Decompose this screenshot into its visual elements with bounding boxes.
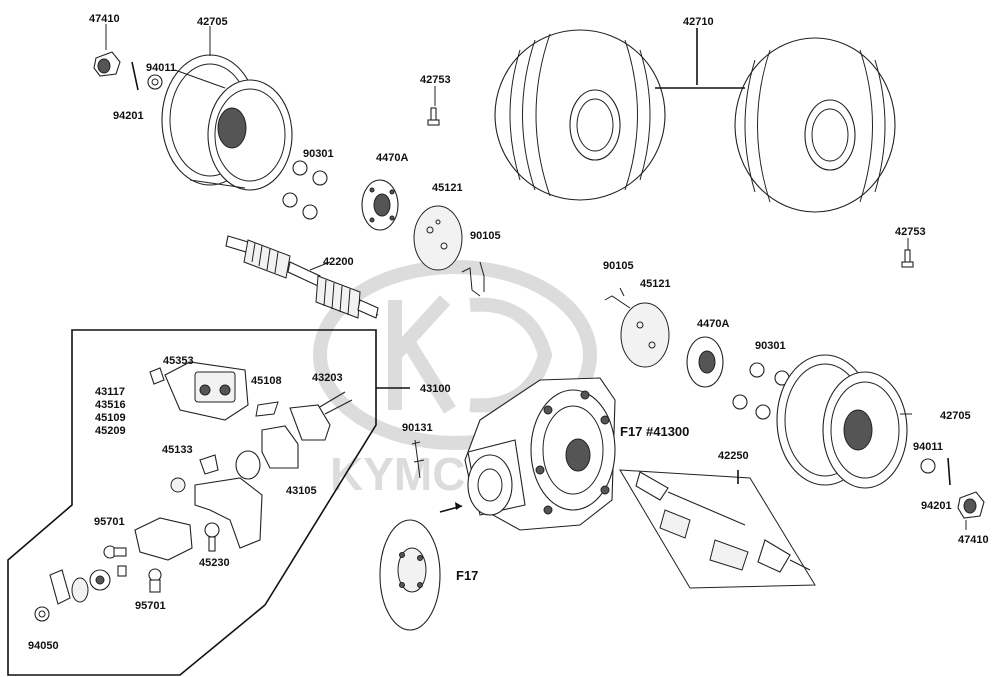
cap-nut-top-left: [93, 51, 121, 77]
label-47410-right: 47410: [958, 534, 989, 546]
final-drive-disc: [379, 519, 441, 631]
tire-right: [734, 37, 896, 213]
label-45353: 45353: [163, 355, 194, 367]
label-94011-right: 94011: [913, 441, 943, 453]
caliper-piston: [235, 450, 261, 480]
brake-caliper: [164, 361, 249, 421]
caliper-bracket: [194, 477, 263, 549]
caliper-group-labels: 43117 43516 45109 45209: [95, 386, 126, 438]
wheel-hub-top: [361, 179, 399, 231]
label-42705-top: 42705: [197, 16, 228, 28]
cotter-pin-right: [947, 457, 951, 486]
caliper-assembly-box: [7, 329, 377, 676]
label-42753-right: 42753: [895, 226, 926, 238]
pad-spring: [255, 401, 279, 417]
tire-left: [494, 29, 666, 201]
label-43203: 43203: [312, 372, 343, 384]
brake-disc-top: [413, 205, 463, 271]
bolt-95701-a: [103, 545, 127, 559]
label-94201-right: 94201: [921, 500, 952, 512]
leader-42710: [655, 28, 745, 89]
label-45121-top: 45121: [432, 182, 463, 194]
disc-bolts-top: [461, 261, 485, 297]
label-4470A-right: 4470A: [697, 318, 730, 330]
drive-shaft-top: [225, 235, 379, 319]
wheel-hub-right: [686, 336, 724, 388]
caliper-boot: [170, 477, 186, 493]
bracket-bolt-45230: [204, 522, 220, 552]
label-45230: 45230: [199, 557, 230, 569]
label-42753-top: 42753: [420, 74, 451, 86]
final-drive-gearcase: [464, 377, 616, 531]
label-F17: F17: [456, 568, 479, 583]
label-45209: 45209: [95, 425, 126, 437]
wheel-rim-right: [776, 354, 908, 489]
cotter-pin-top-left: [131, 61, 139, 91]
wheel-stud-right: [901, 249, 914, 268]
brake-pads: [261, 404, 331, 469]
castle-nut-top-left: [147, 74, 163, 90]
disc-bolts-right: [604, 287, 631, 309]
label-45108: 45108: [251, 375, 282, 387]
label-42710: 42710: [683, 16, 714, 28]
label-43105: 43105: [286, 485, 317, 497]
label-4470A-top: 4470A: [376, 152, 409, 164]
label-94201-top: 94201: [113, 110, 144, 122]
label-45109: 45109: [95, 412, 126, 424]
label-90301-top: 90301: [303, 148, 334, 160]
label-90105-top: 90105: [470, 230, 501, 242]
label-94050: 94050: [28, 640, 59, 652]
leader-42200: [309, 261, 331, 271]
bolt-90131: [411, 439, 425, 479]
lug-nuts-top: [282, 160, 328, 220]
wheel-rim-top-left: [161, 54, 293, 191]
wheel-stud-top: [427, 107, 440, 126]
label-43516: 43516: [95, 399, 126, 411]
label-94011-top: 94011: [146, 62, 176, 74]
label-90105-right: 90105: [603, 260, 634, 272]
label-43100: 43100: [420, 383, 451, 395]
label-45121-right: 45121: [640, 278, 671, 290]
label-90131: 90131: [402, 422, 433, 434]
caliper-pins: [317, 391, 353, 415]
label-43117: 43117: [95, 386, 125, 398]
adjuster-parts: [49, 565, 127, 605]
drive-shaft-box: [619, 469, 816, 589]
parking-caliper: [134, 517, 193, 561]
nut-94050: [34, 606, 50, 622]
watermark-logo: [313, 260, 597, 450]
label-42200: 42200: [323, 256, 354, 268]
label-42250: 42250: [718, 450, 749, 462]
lug-nuts-right: [732, 362, 790, 420]
caliper-bolt: [199, 454, 219, 475]
label-42705-right: 42705: [940, 410, 971, 422]
label-47410-top: 47410: [89, 13, 120, 25]
label-95701-b: 95701: [135, 600, 166, 612]
label-95701-a: 95701: [94, 516, 125, 528]
bleeder-valve: [149, 367, 165, 385]
label-F17-41300: F17 #41300: [620, 424, 690, 439]
brake-disc-right: [620, 302, 670, 368]
castle-nut-right: [920, 458, 936, 474]
bolt-95701-b: [148, 568, 162, 593]
label-45133: 45133: [162, 444, 193, 456]
cap-nut-right: [957, 491, 985, 519]
label-90301-right: 90301: [755, 340, 786, 352]
